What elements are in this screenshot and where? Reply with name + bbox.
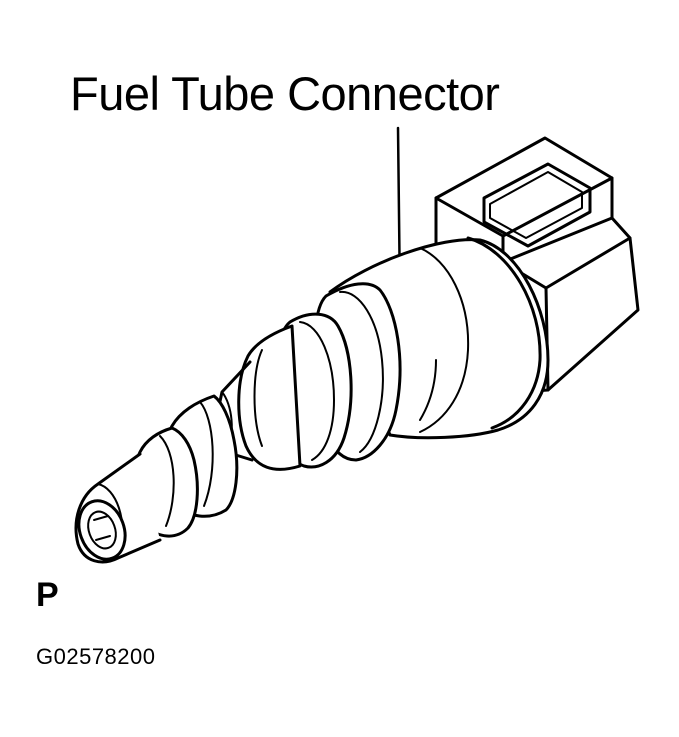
hose-barb (74, 394, 239, 564)
connector-taper (214, 324, 302, 471)
figure-code: G02578200 (36, 644, 156, 669)
view-letter: P (36, 576, 59, 614)
callout-label: Fuel Tube Connector (70, 67, 500, 120)
